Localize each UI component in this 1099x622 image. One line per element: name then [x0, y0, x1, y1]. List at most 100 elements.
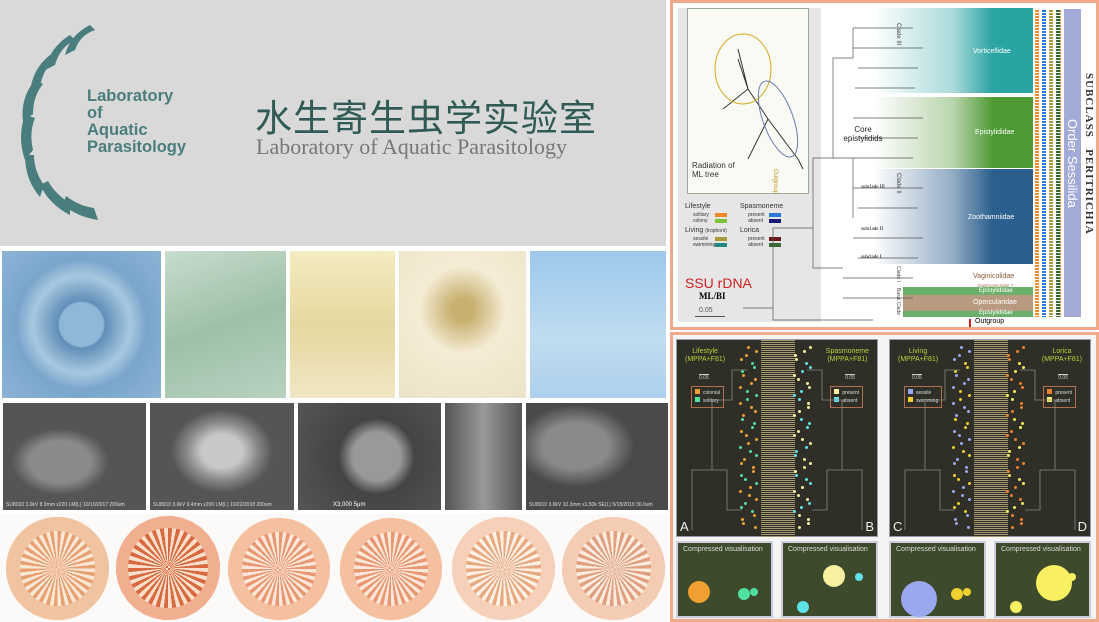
subclade-label: subclade III — [861, 185, 885, 190]
state-dot — [962, 406, 966, 409]
state-dot — [960, 346, 963, 349]
legend-item: solitary — [695, 397, 720, 405]
state-node — [1036, 565, 1072, 601]
state-dot — [955, 414, 959, 417]
trait-title: Spasmoneme(MPPA+F81) — [826, 348, 869, 364]
sem-image: SU8010 3.0kV 8.9mm x220 LM(L) 10/10/2017… — [3, 403, 146, 510]
state-dot — [754, 526, 758, 529]
state-dot — [799, 390, 803, 393]
inset-caption: Radiation of ML tree — [692, 161, 735, 179]
state-dot — [795, 358, 799, 361]
clade-block-epistylididae — [873, 97, 1033, 168]
state-dot — [958, 390, 962, 393]
compressed-title: Compressed visualisation — [683, 546, 763, 553]
legend-swatch — [834, 397, 840, 402]
state-dot — [1011, 526, 1015, 529]
legend-label: present — [748, 212, 765, 218]
state-dot — [1006, 374, 1010, 377]
state-node — [1010, 601, 1022, 613]
micrograph-zooids — [530, 251, 666, 398]
state-dot — [1017, 478, 1021, 481]
marker-label: SSU rDNA — [685, 275, 752, 291]
scale-bar: 0.05 — [912, 374, 922, 381]
state-dot — [1016, 350, 1020, 353]
state-dot — [1014, 370, 1018, 373]
state-dot — [793, 374, 797, 377]
legend-swatch — [769, 243, 781, 247]
tree-branches — [691, 369, 747, 530]
trait-title-text: Lorica — [1052, 348, 1072, 355]
state-dot — [1021, 422, 1025, 425]
state-dot — [793, 414, 797, 417]
state-dot — [754, 454, 758, 457]
state-dot — [1012, 418, 1016, 421]
state-dot — [1014, 486, 1018, 489]
state-dot — [952, 446, 956, 449]
state-dot — [1017, 446, 1021, 449]
state-dot — [1017, 362, 1021, 365]
state-dot — [1006, 510, 1010, 513]
state-dot — [1006, 414, 1010, 417]
trait-legend: Lifestyle solitary colony Living (tropho… — [685, 203, 825, 253]
legend-subtitle: (trophont) — [705, 228, 727, 234]
state-dot — [747, 494, 751, 497]
state-dot — [754, 498, 758, 501]
legend-title: Living (trophont) — [685, 227, 727, 234]
legend-label: sessile — [693, 236, 709, 242]
state-dot — [1021, 442, 1025, 445]
state-dot — [1009, 378, 1013, 381]
state-dot — [742, 414, 746, 417]
state-dot — [801, 486, 805, 489]
clade-label-text: Clade III — [895, 23, 901, 46]
state-dot — [952, 430, 956, 433]
state-dot — [739, 358, 743, 361]
state-dot — [960, 494, 964, 497]
trait-title-text: Living — [908, 348, 928, 355]
micrograph-epistylis — [399, 251, 526, 398]
state-dot — [959, 398, 963, 401]
legend-label: colony — [693, 218, 708, 224]
trait-title-text: Spasmoneme — [825, 348, 869, 355]
state-dot — [807, 406, 811, 409]
state-dot — [954, 370, 958, 373]
panel-letter: D — [1077, 519, 1087, 534]
state-dot — [741, 418, 745, 421]
state-dot — [1008, 358, 1012, 361]
trait-model: (MPPA+F81) — [898, 356, 939, 363]
state-dot — [795, 450, 799, 453]
family-label: Epistylididae — [979, 288, 1013, 294]
state-dot — [1011, 410, 1015, 413]
state-dot — [742, 374, 746, 377]
tree-branches — [904, 369, 960, 530]
state-dot — [1009, 430, 1013, 433]
clade-block-opercularidae — [903, 295, 1033, 311]
legend-label: present — [842, 390, 859, 396]
state-dot — [963, 382, 967, 385]
state-dot — [806, 498, 810, 501]
logo-text: Laboratory of Aquatic Parasitology — [87, 88, 186, 156]
clade-label: Basal Clade — [895, 288, 901, 317]
state-dot — [1020, 518, 1024, 521]
state-dot — [798, 526, 802, 529]
state-dot — [747, 346, 750, 349]
state-dot — [739, 490, 742, 493]
sem-caption: SU8010 3.0kV 9.4mm x200 LM(L) 10/22/2018… — [153, 502, 272, 508]
state-dot — [967, 394, 971, 397]
legend-title-text: Living — [685, 227, 704, 234]
state-dot — [752, 470, 756, 473]
legend-title: Lifestyle — [685, 203, 711, 210]
state-dot — [955, 522, 959, 525]
title-chinese: 水生寄生虫学实验室 — [255, 97, 597, 140]
legend-item: colonial — [695, 389, 720, 397]
legend-item: sessile — [908, 389, 938, 397]
state-dot — [1014, 438, 1018, 441]
state-dot — [796, 378, 800, 381]
state-dot — [754, 438, 758, 441]
outgroup-marker — [969, 319, 971, 327]
state-dot — [955, 374, 959, 377]
state-dot — [743, 458, 747, 461]
family-label: Outgroup — [975, 318, 1005, 325]
state-dot — [803, 466, 807, 469]
